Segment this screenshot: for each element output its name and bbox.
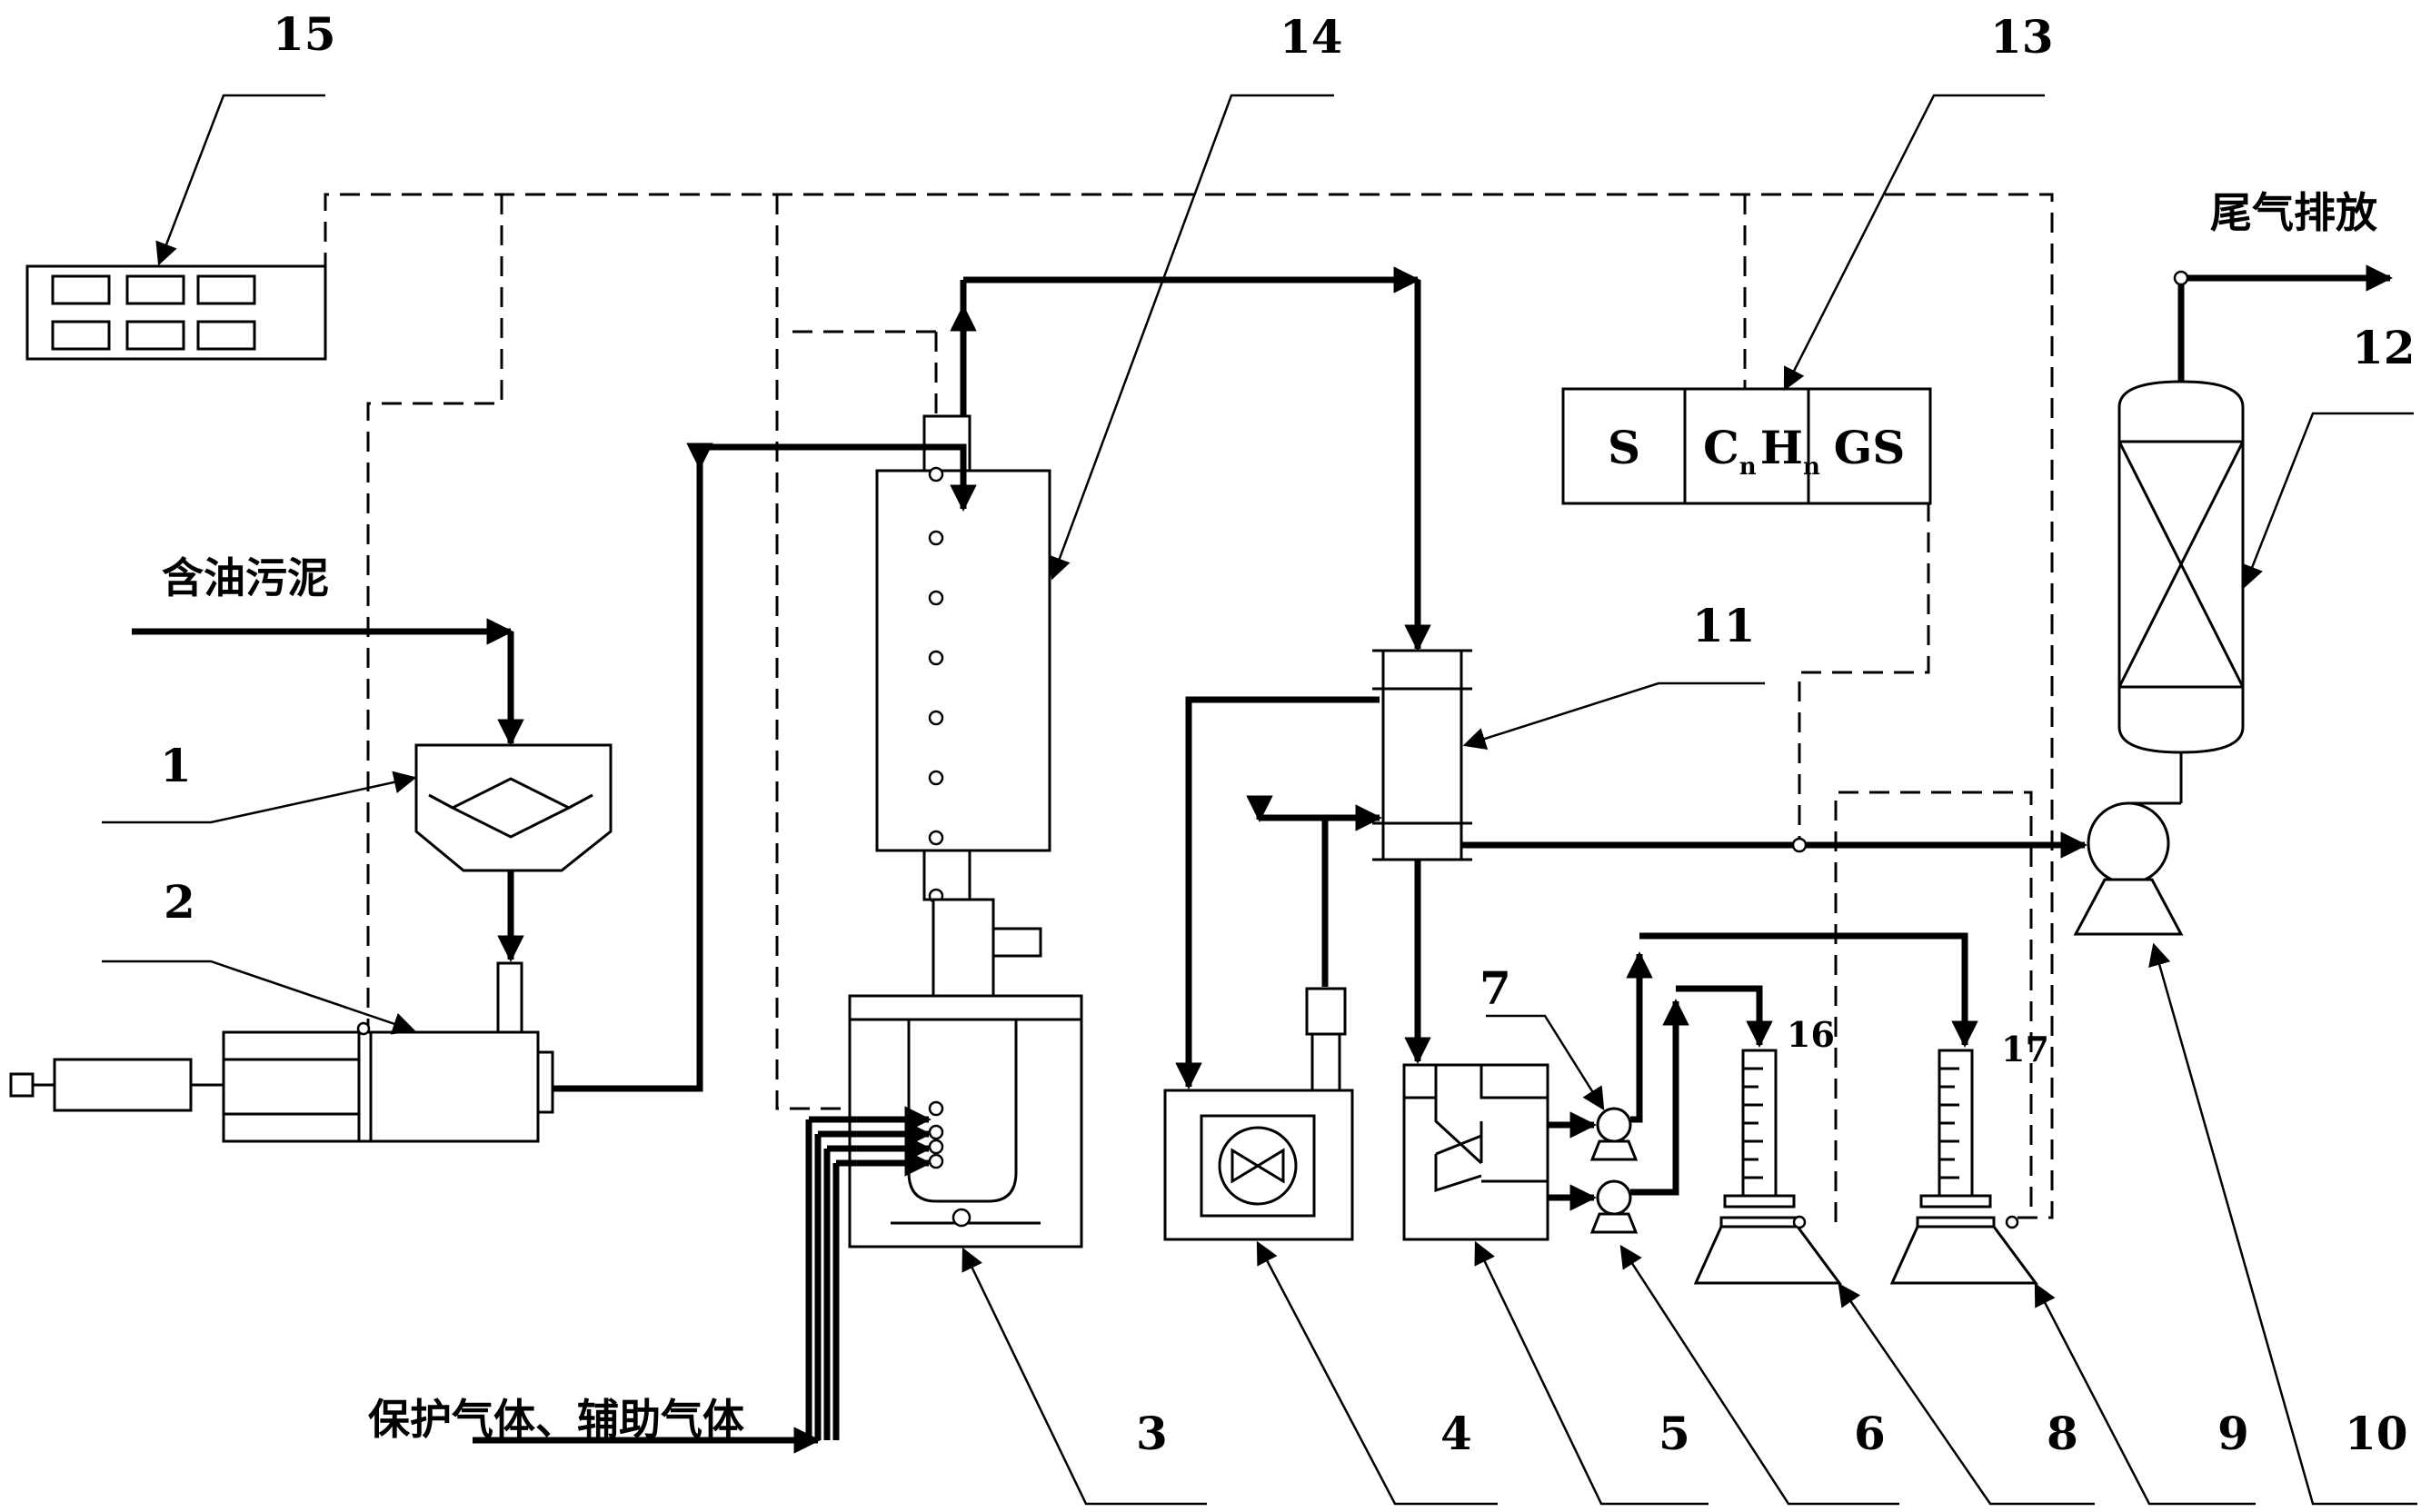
number-3: 3	[1136, 1407, 1168, 1460]
oily-sludge-label: 含油污泥	[162, 553, 329, 602]
pump-icon	[1589, 1107, 1639, 1234]
number-9: 9	[2217, 1407, 2249, 1460]
number-7: 7	[1480, 961, 1511, 1015]
number-8: 8	[2047, 1407, 2078, 1460]
feed-hopper	[414, 743, 613, 872]
pyrolysis-reactor	[875, 414, 1051, 998]
number-14: 14	[1280, 10, 1343, 64]
control-panel	[25, 264, 327, 361]
chiller	[1163, 987, 1354, 1241]
measuring-cylinder-17	[1889, 1049, 2038, 1285]
measuring-cylinder-16	[1693, 1049, 1842, 1285]
number-4: 4	[1440, 1407, 1472, 1460]
number-13: 13	[1990, 10, 2054, 64]
number-12: 12	[2352, 321, 2416, 374]
fan-icon	[1230, 1148, 1260, 1184]
blower-icon	[2073, 752, 2184, 936]
exhaust-adsorber	[2117, 380, 2245, 754]
exhaust-label: 尾气排放	[2210, 188, 2377, 237]
number-2: 2	[164, 875, 195, 929]
oil-water-separator	[1402, 1063, 1549, 1241]
number-10: 10	[2345, 1407, 2408, 1460]
analyzer-cell-cnhn: CnHn	[1703, 421, 1820, 481]
number-6: 6	[1854, 1407, 1886, 1460]
number-16: 16	[1787, 1014, 1835, 1055]
number-11: 11	[1692, 599, 1756, 652]
gas-analyzer: S CnHn GS	[1561, 387, 1932, 505]
motor-icon	[9, 1072, 35, 1098]
number-15: 15	[273, 7, 336, 61]
number-17: 17	[2001, 1029, 2049, 1069]
number-5: 5	[1659, 1407, 1690, 1460]
condenser	[1372, 649, 1472, 861]
analyzer-cell-gs: GS	[1834, 421, 1906, 474]
material-flow-lines	[132, 264, 2393, 1454]
analyzer-cell-s: S	[1608, 421, 1640, 474]
leader-lines	[102, 94, 2417, 1506]
protective-gas-label: 保护气体、辅助气体	[368, 1395, 744, 1444]
number-1: 1	[160, 739, 192, 792]
screw-feeder	[9, 961, 554, 1143]
